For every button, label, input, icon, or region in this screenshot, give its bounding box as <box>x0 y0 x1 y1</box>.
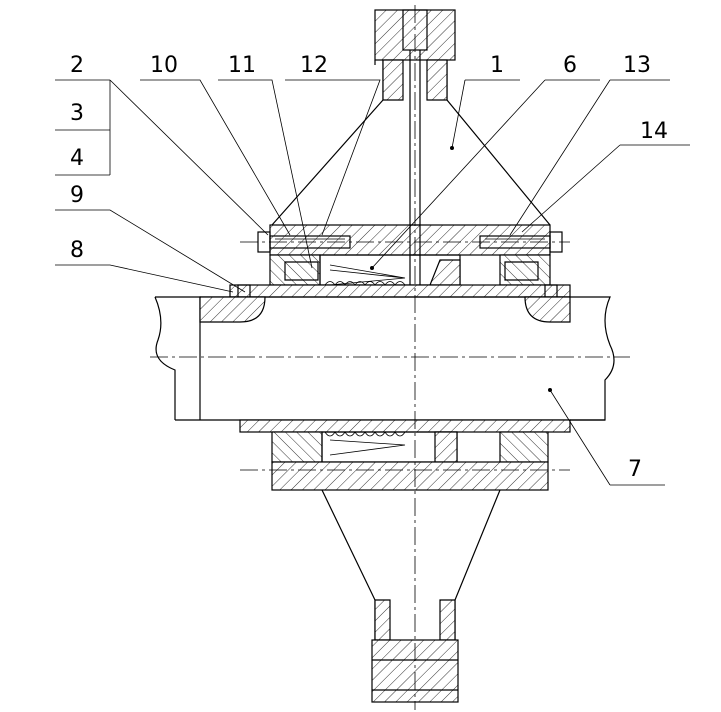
part-label-2: 2 <box>70 53 84 78</box>
part-label-11: 11 <box>228 53 256 78</box>
shaft-sleeve-top <box>229 284 571 298</box>
part-label-8: 8 <box>70 238 84 263</box>
part-label-4: 4 <box>70 146 84 171</box>
shaft-sleeve-bottom <box>239 419 571 433</box>
part-label-14: 14 <box>640 119 668 144</box>
part-label-9: 9 <box>70 183 84 208</box>
part-label-10: 10 <box>150 53 178 78</box>
shaft <box>154 296 615 421</box>
leader-lines <box>55 79 690 486</box>
upper-flange <box>257 224 563 286</box>
part-label-3: 3 <box>70 101 84 126</box>
part-label-13: 13 <box>623 53 651 78</box>
lower-housing <box>271 431 549 703</box>
part-label-12: 12 <box>300 53 328 78</box>
part-label-7: 7 <box>628 457 642 482</box>
part-label-6: 6 <box>563 53 577 78</box>
part-label-1: 1 <box>490 53 504 78</box>
label-stack-2-3-4 <box>55 79 111 176</box>
